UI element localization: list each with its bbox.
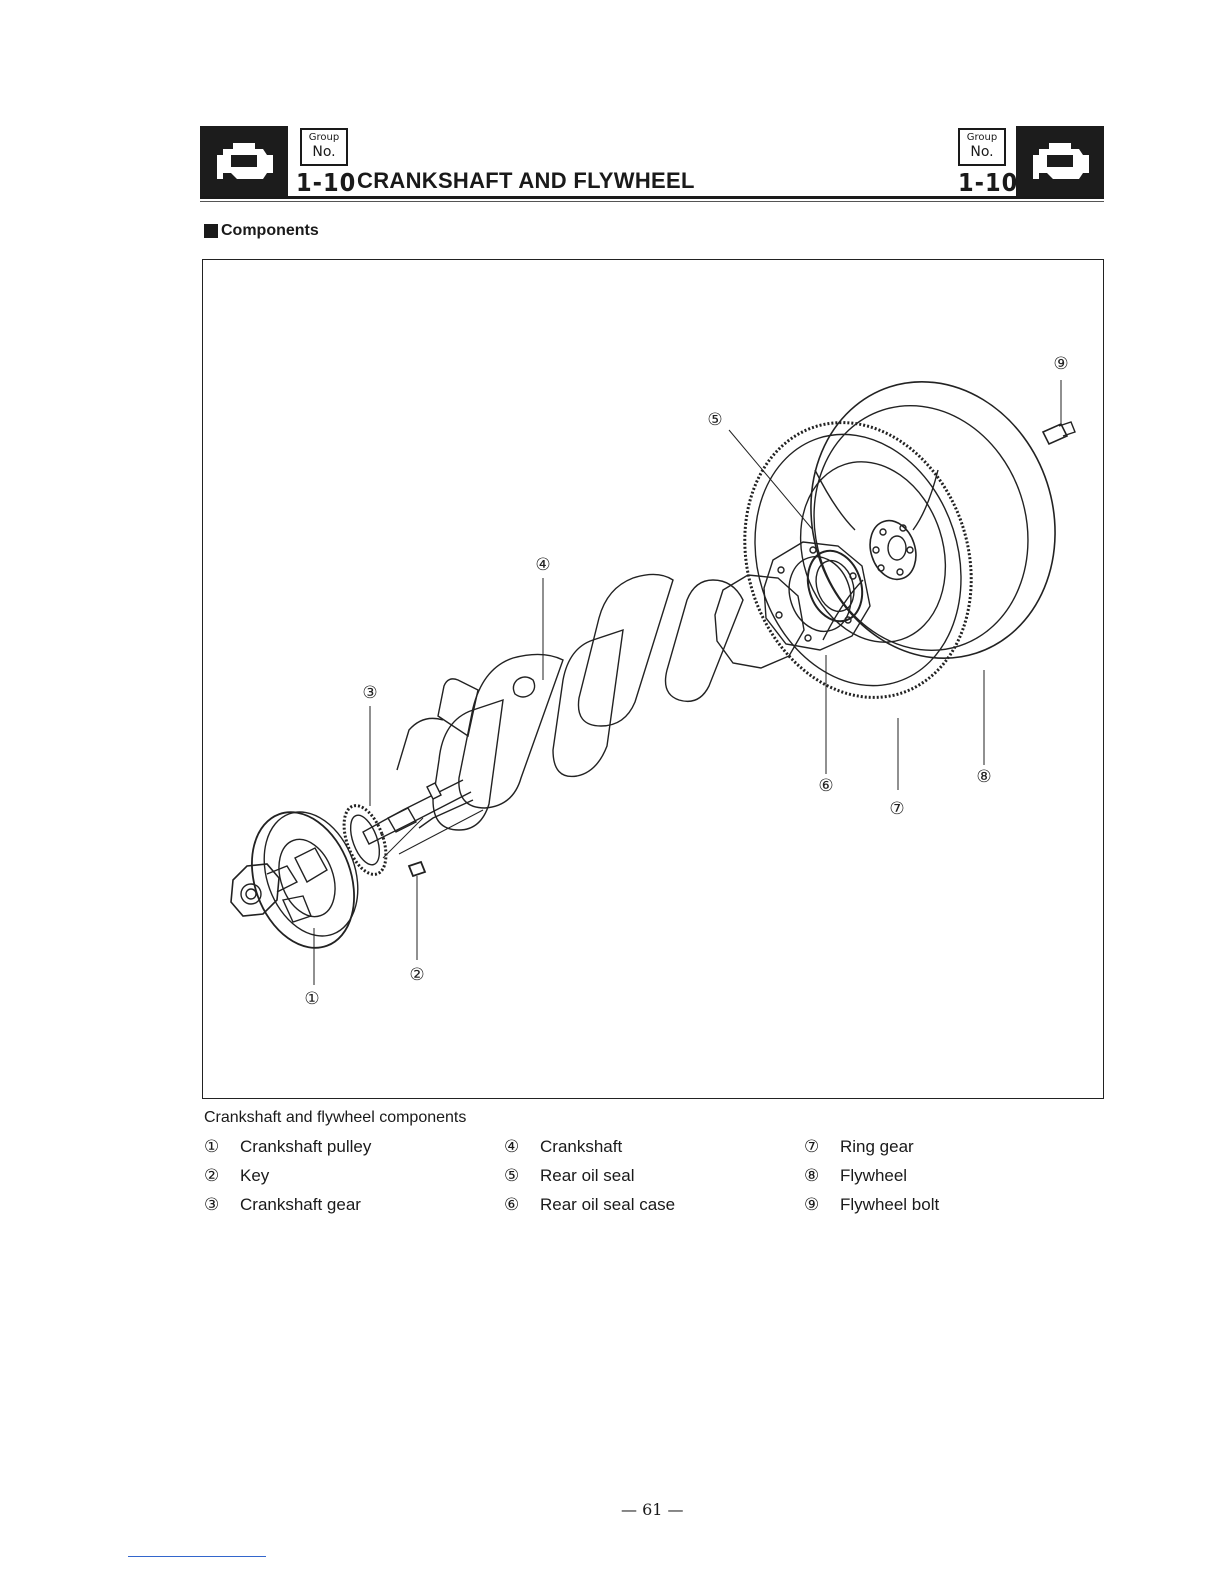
header-rule-thin [200, 201, 1104, 202]
group-no-box-left: Group No. [300, 128, 348, 166]
group-label-right: Group [960, 133, 1004, 143]
legend-num: ⑦ [804, 1137, 840, 1157]
legend-num: ④ [504, 1137, 540, 1157]
components-heading: Components [204, 222, 319, 240]
legend-label: Flywheel [840, 1166, 907, 1186]
callout-6: ⑥ [818, 776, 833, 796]
callout-9: ⑨ [1053, 354, 1068, 374]
legend-label: Rear oil seal [540, 1166, 635, 1186]
legend-num: ⑤ [504, 1166, 540, 1186]
legend-item: ⑧ Flywheel [804, 1166, 907, 1186]
figure-caption: Crankshaft and flywheel components [204, 1109, 466, 1127]
legend-item: ⑤ Rear oil seal [504, 1166, 635, 1186]
crankshaft-flywheel-drawing [203, 260, 1105, 1100]
legend-item: ⑥ Rear oil seal case [504, 1195, 675, 1215]
legend-item: ④ Crankshaft [504, 1137, 622, 1157]
legend-num: ⑨ [804, 1195, 840, 1215]
no-label-right: No. [960, 145, 1004, 159]
section-number-right: 1-10 [958, 168, 1018, 197]
callout-4: ④ [535, 555, 550, 575]
footer-line [128, 1556, 266, 1557]
no-label: No. [302, 145, 346, 159]
legend-num: ③ [204, 1195, 240, 1215]
legend-num: ⑧ [804, 1166, 840, 1186]
legend-item: ⑦ Ring gear [804, 1137, 914, 1157]
legend-num: ② [204, 1166, 240, 1186]
engine-icon [200, 126, 288, 196]
page-number: — 61 — [621, 1500, 684, 1519]
group-label: Group [302, 133, 346, 143]
callout-1: ① [304, 989, 319, 1009]
legend-label: Crankshaft [540, 1137, 622, 1157]
legend-label: Key [240, 1166, 269, 1186]
square-bullet-icon [204, 224, 218, 238]
legend-label: Flywheel bolt [840, 1195, 939, 1215]
legend-label: Ring gear [840, 1137, 914, 1157]
callout-8: ⑧ [976, 767, 991, 787]
section-number: 1-10 [296, 168, 356, 197]
legend-label: Crankshaft pulley [240, 1137, 371, 1157]
callout-5: ⑤ [707, 410, 722, 430]
callout-2: ② [409, 965, 424, 985]
legend-label: Rear oil seal case [540, 1195, 675, 1215]
page-title: CRANKSHAFT AND FLYWHEEL [357, 168, 695, 194]
legend-num: ⑥ [504, 1195, 540, 1215]
exploded-view-figure: ① ② ③ ④ ⑤ ⑥ ⑦ ⑧ ⑨ [202, 259, 1104, 1099]
legend-item: ② Key [204, 1166, 269, 1186]
legend-item: ③ Crankshaft gear [204, 1195, 361, 1215]
header-rule [200, 196, 1104, 199]
callout-3: ③ [362, 683, 377, 703]
components-heading-text: Components [221, 222, 319, 240]
legend-num: ① [204, 1137, 240, 1157]
legend-item: ⑨ Flywheel bolt [804, 1195, 939, 1215]
callout-7: ⑦ [889, 799, 904, 819]
group-no-box-right: Group No. [958, 128, 1006, 166]
legend-item: ① Crankshaft pulley [204, 1137, 371, 1157]
legend-label: Crankshaft gear [240, 1195, 361, 1215]
engine-icon-right [1016, 126, 1104, 196]
